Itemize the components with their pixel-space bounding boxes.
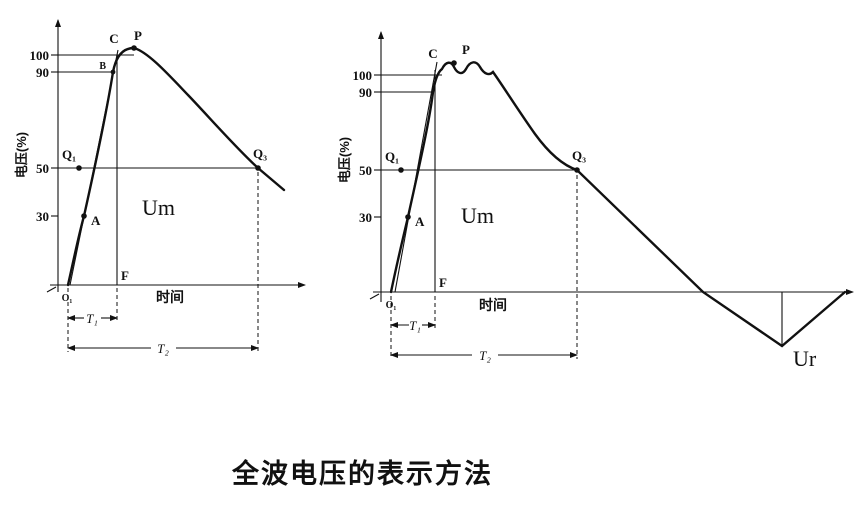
figure-caption: 全波电压的表示方法: [232, 459, 493, 489]
right-x-axis-label: 时间: [479, 297, 507, 313]
left-point-dots: [76, 45, 261, 219]
left-y-axis-label: 电压(%): [14, 132, 29, 178]
right-time-dimensions: [390, 322, 578, 358]
right-tick-30: 30: [359, 210, 372, 225]
right-front-time-label: T₁: [409, 318, 421, 333]
right-point-A: A: [415, 214, 425, 229]
right-peak-voltage-label: Um: [461, 203, 494, 228]
left-front-time-label: T₁: [86, 311, 98, 326]
left-point-Q1: Q₁: [62, 147, 76, 162]
left-tick-30: 30: [36, 209, 49, 224]
left-point-A: A: [91, 213, 101, 228]
left-point-B: B: [99, 61, 106, 72]
right-tick-50: 50: [359, 163, 372, 178]
right-tick-100: 100: [353, 68, 373, 83]
right-tick-90: 90: [359, 85, 372, 100]
right-point-C: C: [428, 46, 437, 61]
left-tick-100: 100: [30, 48, 50, 63]
left-point-F: F: [121, 268, 129, 283]
left-peak-voltage-label: Um: [142, 195, 175, 220]
right-half-time-label: T₂: [479, 348, 491, 363]
left-point-O1: O₁: [62, 293, 73, 304]
left-point-Q3: Q₃: [253, 146, 267, 161]
right-point-Q1: Q₁: [385, 149, 399, 164]
left-point-C: C: [109, 31, 118, 46]
right-undershoot-label: Ur: [793, 346, 817, 371]
left-x-axis-label: 时间: [156, 289, 184, 305]
right-y-axis-label: 电压(%): [337, 137, 352, 183]
right-point-O1: O₁: [386, 300, 397, 311]
left-time-dimensions: [67, 315, 259, 351]
right-point-Q3: Q₃: [572, 148, 586, 163]
left-tick-90: 90: [36, 65, 49, 80]
left-axes: [46, 19, 306, 293]
right-point-P: P: [462, 42, 470, 57]
left-impulse-wave-curve: [66, 46, 286, 287]
left-half-time-label: T₂: [157, 341, 169, 356]
right-impulse-waveform-chart: 电压(%) 100 90 50 30 C P Q₁ A Q₃ F O₁ Um U…: [337, 31, 854, 371]
left-impulse-waveform-chart: 电压(%) 100 90 50 30 C P B Q₁ A Q₃ F O₁ Um…: [14, 19, 306, 356]
left-point-P: P: [134, 28, 142, 43]
right-impulse-wave-curve: [389, 61, 847, 348]
right-axes: [369, 31, 854, 302]
left-tick-50: 50: [36, 161, 49, 176]
right-point-F: F: [439, 275, 447, 290]
right-point-dots: [398, 60, 580, 220]
